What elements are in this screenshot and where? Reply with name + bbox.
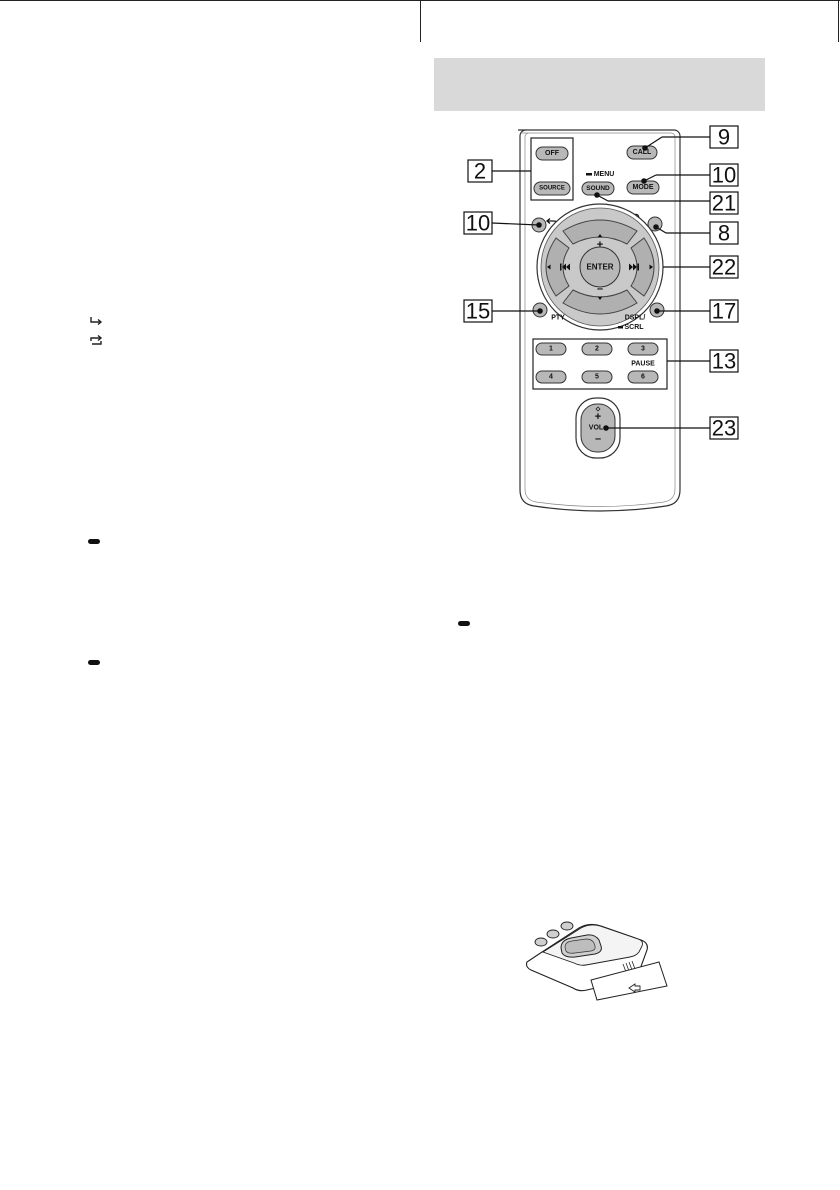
repeat-single-icon <box>90 317 103 326</box>
previous-track-icon <box>560 263 570 271</box>
callout-2 <box>467 159 493 183</box>
trim-mark-right <box>838 0 839 42</box>
svg-text:22: 22 <box>712 255 736 280</box>
dspl-label: DSPL/ <box>625 315 646 322</box>
dpad-right-button <box>630 237 655 297</box>
call-button-label: CALL <box>633 149 652 156</box>
pull-arrow-icon <box>628 983 641 993</box>
volume-minus-label: – <box>597 283 603 295</box>
press-hold-mark <box>88 660 100 665</box>
svg-text:8: 8 <box>718 221 730 246</box>
svg-text:10: 10 <box>712 163 736 188</box>
off-button <box>535 146 569 161</box>
svg-text:13: 13 <box>712 349 736 374</box>
svg-text:1: 1 <box>549 346 553 353</box>
callout-15 <box>463 299 493 323</box>
preset-4-button <box>535 370 567 384</box>
svg-text:9: 9 <box>718 125 730 150</box>
callout-8 <box>709 221 739 245</box>
svg-text:17: 17 <box>712 299 736 324</box>
svg-text:5: 5 <box>595 374 599 381</box>
preset-3-button <box>627 342 659 356</box>
callout-9 <box>709 125 739 149</box>
off-button-label: OFF <box>545 150 560 157</box>
dpad-up-button <box>562 219 638 245</box>
next-track-icon <box>629 263 639 271</box>
insulation-film <box>590 961 668 1001</box>
svg-text:23: 23 <box>712 416 736 441</box>
battery-film-removal-illustration <box>525 921 668 1001</box>
press-hold-mark <box>88 539 100 544</box>
callout-10-mode <box>709 163 739 187</box>
svg-text:3: 3 <box>641 346 645 353</box>
press-hold-mark <box>458 621 470 626</box>
sound-button-label: SOUND <box>586 185 610 192</box>
svg-text:15: 15 <box>466 299 490 324</box>
callout-10-back <box>463 211 493 235</box>
callout-13 <box>709 349 739 373</box>
menu-label: MENU <box>594 171 615 178</box>
callout-17 <box>709 299 739 323</box>
trim-mark-top <box>0 0 840 1</box>
dpad-left-button <box>545 237 570 297</box>
vol-label: VOL <box>589 425 604 432</box>
volume-plus-label: + <box>597 239 603 251</box>
preset-5-button <box>581 370 613 384</box>
svg-text:21: 21 <box>712 191 736 216</box>
section-header-band <box>434 58 765 111</box>
vol-plus-label: + <box>595 411 601 423</box>
preset-2-button <box>581 342 613 356</box>
dpad-down-button <box>562 289 638 315</box>
pty-label: PTY <box>551 315 565 322</box>
svg-text:2: 2 <box>595 346 599 353</box>
callout-21 <box>709 191 739 215</box>
callout-23 <box>709 416 739 440</box>
vol-minus-label: – <box>595 433 601 445</box>
call-button <box>626 145 658 160</box>
svg-text:2: 2 <box>474 159 486 184</box>
preset-1-button <box>535 342 567 356</box>
enter-button <box>579 246 621 288</box>
pause-label: PAUSE <box>631 361 655 368</box>
mode-button-label: MODE <box>633 184 654 191</box>
svg-text:10: 10 <box>466 211 490 236</box>
source-button-label: SOURCE <box>539 186 565 192</box>
svg-text:6: 6 <box>641 374 645 381</box>
enter-button-label: ENTER <box>586 263 613 272</box>
remote-control-illustration: OFF SOURCE CALL MENU SOUND MODE + – ENTE <box>463 125 739 512</box>
repeat-all-icon <box>90 334 103 345</box>
svg-text:4: 4 <box>549 374 553 381</box>
preset-6-button <box>627 370 659 384</box>
callout-22 <box>709 255 739 279</box>
scrl-label: SCRL <box>624 324 644 331</box>
source-button <box>533 181 571 196</box>
trim-mark-left <box>420 0 421 42</box>
